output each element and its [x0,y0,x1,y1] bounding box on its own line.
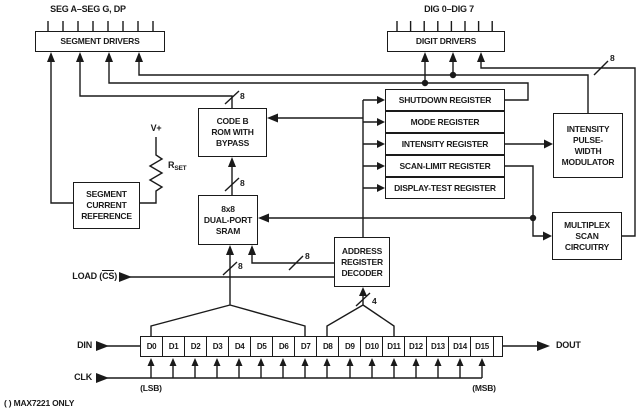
sram-line: DUAL-PORT [203,214,253,225]
shift-cell: D13 [427,337,450,356]
rset-subscript: SET [174,165,187,172]
bus-width-rom-out: 8 [240,91,245,101]
shift-cell: D15 [471,337,494,356]
shift-cell: D3 [207,337,230,356]
seg-ref-line: CURRENT [86,200,127,210]
vplus-label: V+ [150,123,162,133]
rset-main: R [168,160,175,170]
bus-width-slashes [222,60,609,307]
decoder-line: REGISTER [341,256,383,267]
rset-label: RSET [168,160,187,172]
segment-drivers-label: SEGMENT DRIVERS [60,36,140,46]
bus-width-digit-bus: 8 [610,53,615,63]
bus-width-addr-in: 4 [372,296,377,306]
seg-ref-line: REFERENCE [81,211,132,221]
shutdown-register-label: SHUTDOWN REGISTER [398,95,492,105]
arrowheads [47,52,553,383]
intensity-pwm-block: INTENSITY PULSE- WIDTH MODULATOR [553,113,623,178]
code-b-rom-line: BYPASS [215,138,250,148]
shutdown-register-block: SHUTDOWN REGISTER [385,89,505,111]
pwm-line: INTENSITY [566,123,610,134]
bus-width-decoder-to-sram: 8 [305,251,310,261]
shift-cell: D8 [317,337,340,356]
pwm-line: MODULATOR [561,156,615,167]
decoder-line: ADDRESS [341,245,383,256]
segment-drivers-block: SEGMENT DRIVERS [35,31,165,52]
intensity-register-block: INTENSITY REGISTER [385,133,505,155]
shift-register-block: D0 D1 D2 D3 D4 D5 D6 D7 D8 D9 D10 D11 D1… [140,336,503,357]
display-test-register-label: DISPLAY-TEST REGISTER [394,183,496,193]
load-cs-overline: CS [102,270,115,281]
mux-line: SCAN [575,230,599,241]
shift-cell: D10 [361,337,384,356]
shift-cell: D1 [163,337,186,356]
digit-pin-ticks [396,21,493,31]
decoder-line: DECODER [341,267,383,278]
bus-width-data-in: 8 [238,261,243,271]
load-pin-label: LOAD (CS) [35,270,117,281]
shift-cell: D7 [295,337,318,356]
figure-caption: ( ) MAX7221 ONLY [4,398,75,408]
msb-label: (MSB) [472,383,496,393]
shift-cell: D2 [185,337,208,356]
shift-cell: D9 [339,337,362,356]
dual-port-sram-block: 8x8 DUAL-PORT SRAM [198,195,258,245]
shift-cell: D4 [229,337,252,356]
shift-cell-stub [494,337,503,356]
din-pin-label: DIN [77,340,92,350]
sram-line: 8x8 [221,203,235,214]
mode-register-label: MODE REGISTER [410,117,480,127]
lsb-label: (LSB) [140,383,162,393]
address-register-decoder-block: ADDRESS REGISTER DECODER [334,237,390,287]
scan-limit-register-label: SCAN-LIMIT REGISTER [399,161,491,171]
load-prefix: LOAD ( [72,271,103,281]
mode-register-block: MODE REGISTER [385,111,505,133]
dout-pin-label: DOUT [556,340,581,350]
display-test-register-block: DISPLAY-TEST REGISTER [385,177,505,199]
shift-cell: D0 [141,337,164,356]
scan-limit-register-block: SCAN-LIMIT REGISTER [385,155,505,177]
digit-drivers-block: DIGIT DRIVERS [387,31,505,52]
shift-cell: D6 [273,337,296,356]
code-b-rom-block: CODE B ROM WITH BYPASS [198,108,267,157]
digit-drivers-label: DIGIT DRIVERS [415,36,477,46]
shift-cell: D12 [405,337,428,356]
pwm-line: PULSE- [573,134,603,145]
shift-cell: D5 [251,337,274,356]
seg-ref-line: SEGMENT [86,189,127,199]
segment-bus-label: SEG A–SEG G, DP [50,4,126,14]
digit-bus-label: DIG 0–DIG 7 [424,4,474,14]
mux-line: MULTIPLEX [564,219,610,230]
intensity-register-label: INTENSITY REGISTER [401,139,489,149]
code-b-rom-line: ROM WITH [211,127,254,137]
bus-width-sram-to-rom: 8 [240,178,245,188]
shift-cell: D14 [449,337,472,356]
pwm-line: WIDTH [574,145,602,156]
shift-cell: D11 [383,337,406,356]
sram-line: SRAM [215,225,241,236]
multiplex-scan-block: MULTIPLEX SCAN CIRCUITRY [552,212,622,260]
segment-current-reference-block: SEGMENT CURRENT REFERENCE [73,182,140,229]
mux-line: CIRCUITRY [564,241,610,252]
segment-pin-ticks [47,21,154,31]
load-suffix: ) [114,271,117,281]
clk-pin-label: CLK [74,372,92,382]
code-b-rom-line: CODE B [216,116,249,126]
